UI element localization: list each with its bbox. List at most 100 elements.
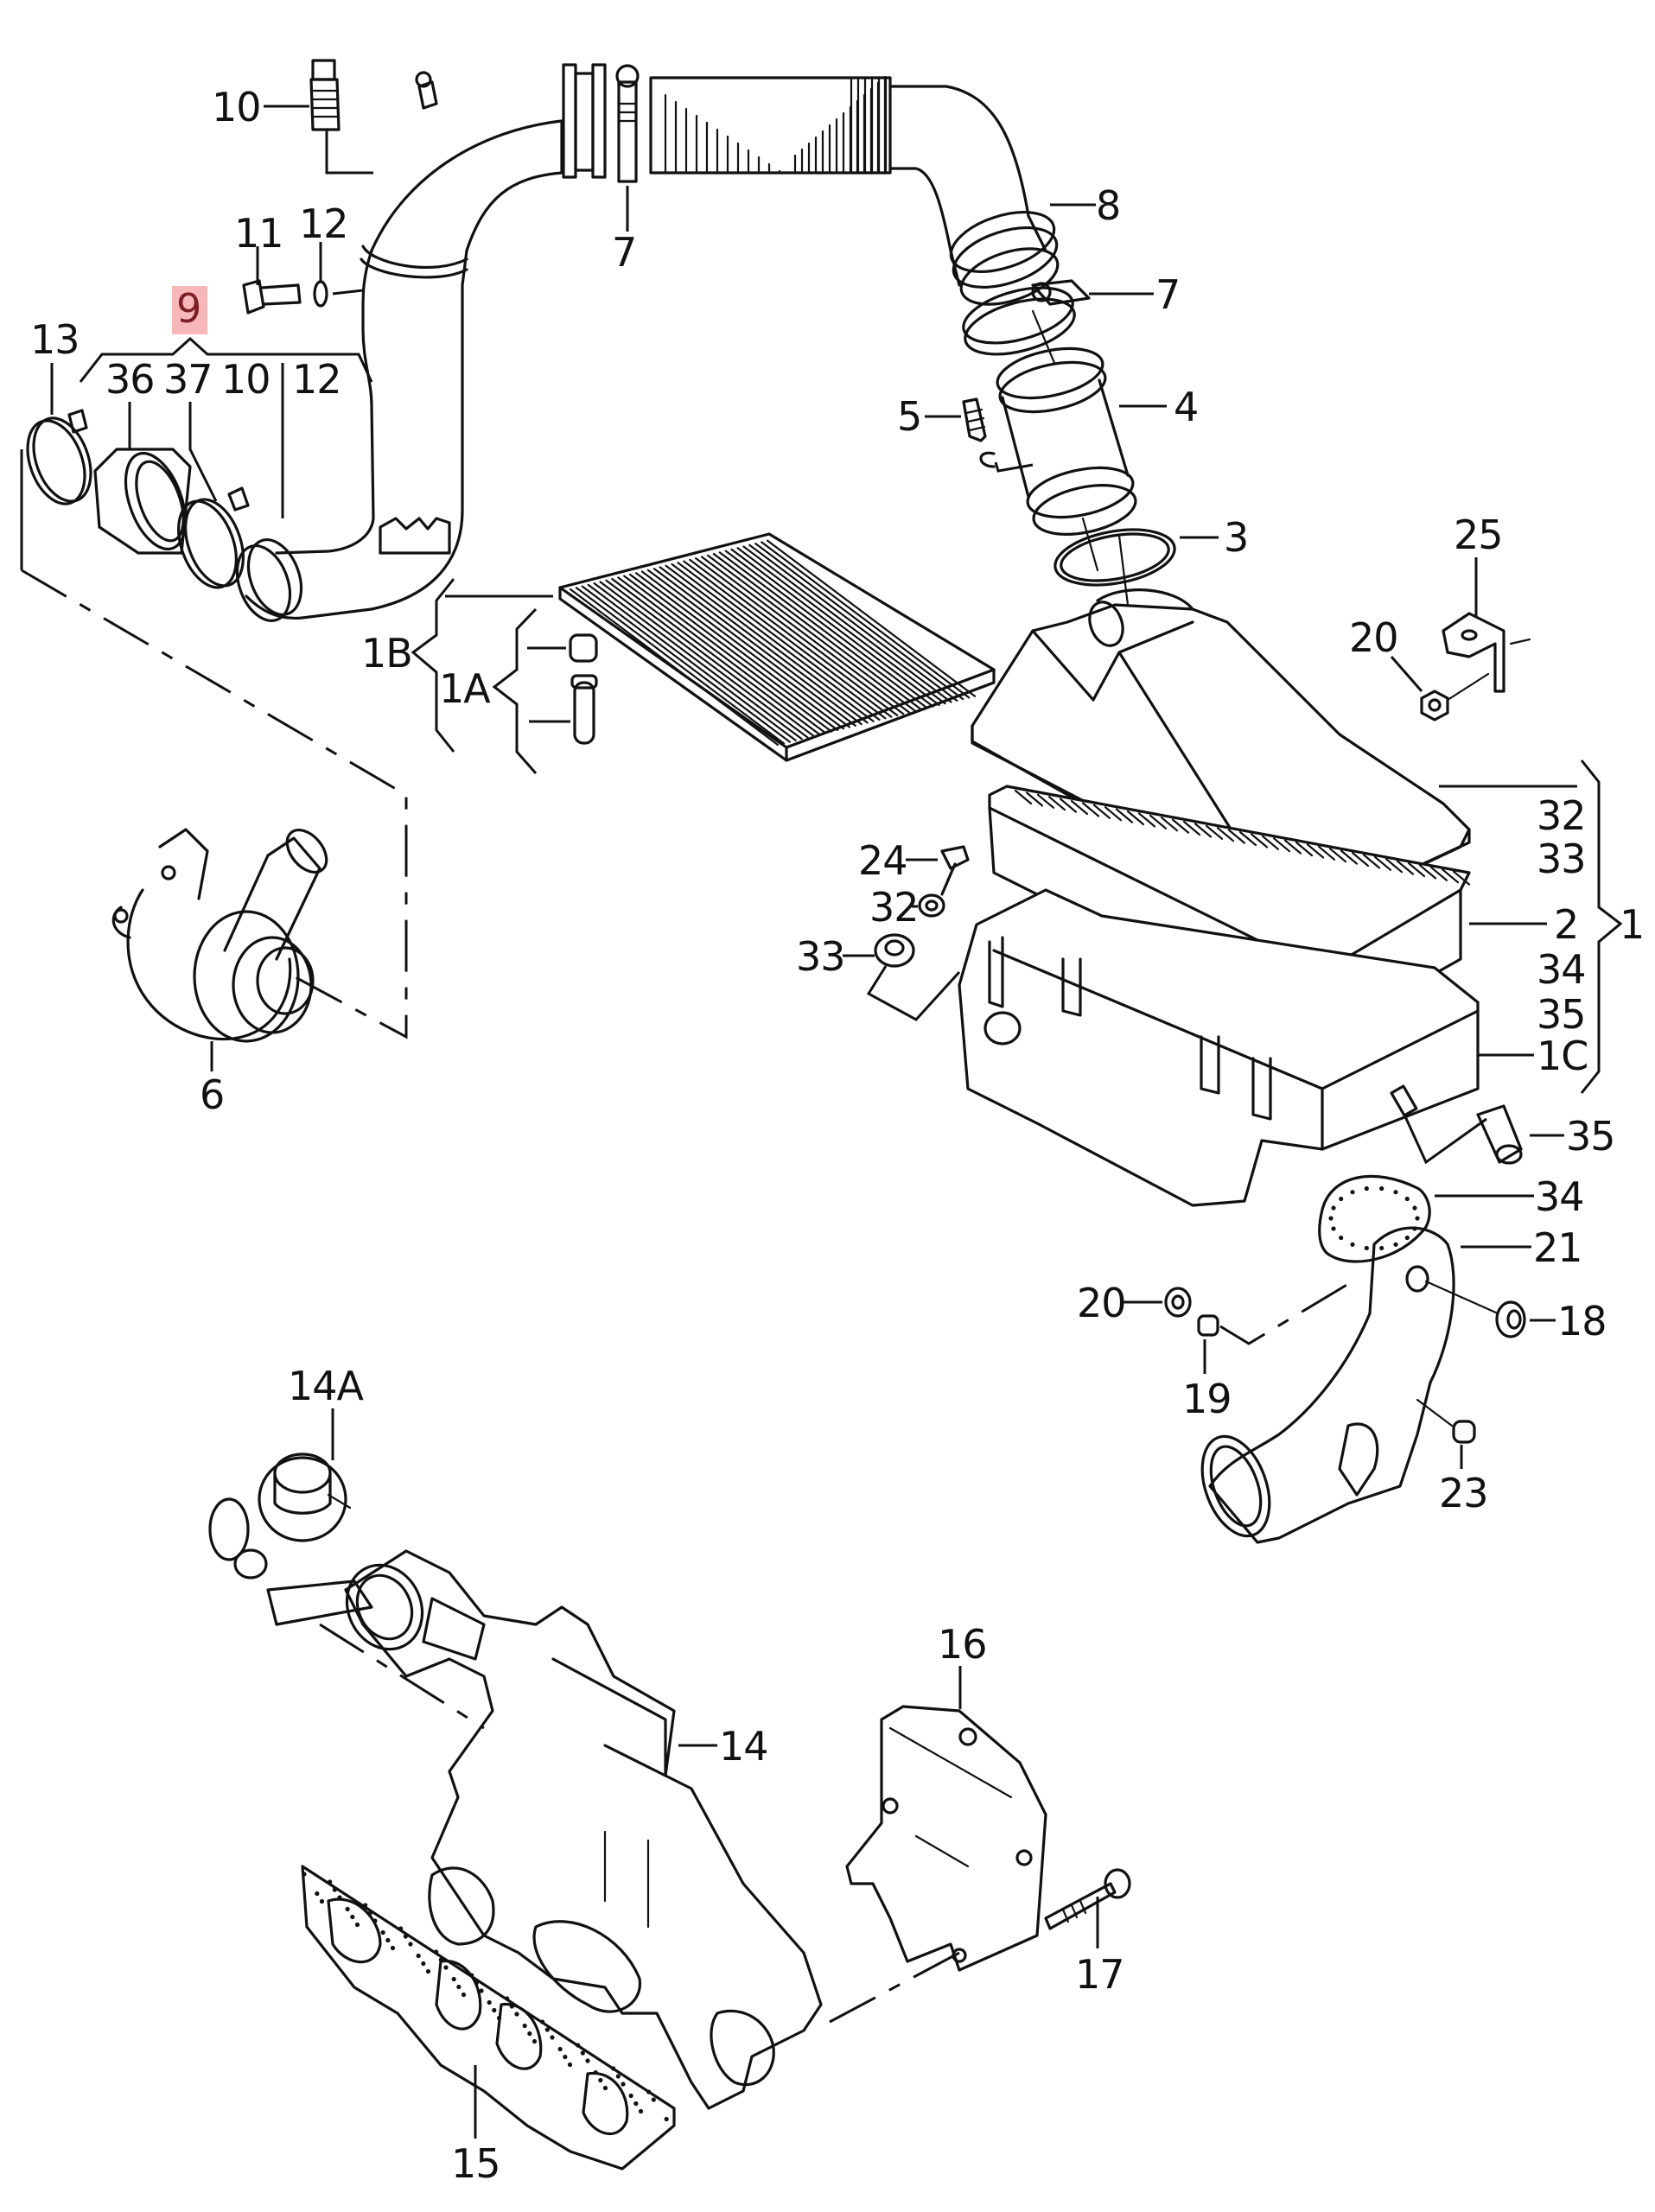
label-25[interactable]: 25 [1454,512,1504,558]
part-17-bolt [1044,1868,1131,1930]
texture-dot [638,2108,644,2114]
label-5[interactable]: 5 [897,393,922,440]
hatch-line [742,545,952,703]
hatch-line [1317,845,1336,861]
hatch-line [587,583,797,741]
texture-dot [337,1895,342,1900]
hatch-line [652,568,863,726]
label-35-right[interactable]: 35 [1566,1113,1616,1160]
label-37[interactable]: 37 [163,356,213,403]
label-7-right[interactable]: 7 [1155,271,1181,318]
texture-dot [363,1903,368,1908]
label-19[interactable]: 19 [1182,1376,1232,1422]
label-14A[interactable]: 14A [288,1363,366,1409]
hatch-line [640,570,851,728]
hatch-line [1407,861,1426,878]
label-2[interactable]: 2 [1554,901,1579,948]
texture-dot [1404,1196,1410,1202]
texture-dot [646,2089,652,2094]
label-20-top[interactable]: 20 [1349,614,1399,661]
label-14[interactable]: 14 [719,1723,769,1770]
hatch-line [724,550,934,708]
label-12-top[interactable]: 12 [299,200,349,247]
texture-dot [456,1984,461,1990]
label-10-top[interactable]: 10 [212,84,262,130]
texture-dot [585,2058,590,2063]
hatch-line [1261,835,1280,850]
label-10-group[interactable]: 10 [221,356,271,403]
hatch-line [1216,827,1235,842]
texture-dot [1364,1185,1369,1192]
hatch-line [748,543,958,702]
label-1B[interactable]: 1B [361,630,413,677]
hatch-line [665,564,875,722]
label-7-top[interactable]: 7 [612,229,637,276]
label-32-group[interactable]: 32 [1537,792,1587,839]
label-3[interactable]: 3 [1224,514,1249,561]
label-34-right[interactable]: 34 [1535,1173,1585,1220]
texture-dot [451,1976,456,1982]
hatch-line [730,548,940,707]
label-34-group[interactable]: 34 [1537,946,1587,993]
texture-dot [563,2054,568,2060]
hatch-line [1328,848,1347,863]
callout-labels: 10 7 8 7 11 12 9 13 36 37 10 12 5 4 3 25… [30,84,1645,2187]
part-21-air-intake-duct [1200,1226,1455,1544]
part-25-bracket [1442,612,1531,693]
label-1C[interactable]: 1C [1537,1033,1588,1079]
hatch-line [712,552,922,711]
label-13[interactable]: 13 [30,316,80,363]
label-8[interactable]: 8 [1096,182,1121,229]
label-33-group[interactable]: 33 [1537,836,1587,882]
label-17[interactable]: 17 [1075,1951,1125,1998]
part-18-grommet [1424,1280,1526,1338]
texture-dot [544,2027,550,2032]
texture-dot [319,1898,325,1904]
label-15[interactable]: 15 [451,2140,501,2187]
label-1A[interactable]: 1A [439,665,492,712]
texture-dot [602,2085,608,2091]
hatch-line [1059,798,1078,813]
texture-dot [1412,1205,1417,1211]
texture-dot [1350,1190,1355,1195]
texture-dot [398,1926,404,1931]
label-11[interactable]: 11 [234,210,284,257]
label-12-group[interactable]: 12 [292,356,342,403]
hatch-line [646,569,856,727]
hatch-line [736,547,946,705]
label-23[interactable]: 23 [1439,1470,1489,1516]
texture-dot [567,2062,573,2068]
texture-dot [332,1887,337,1892]
hatch-line [1160,817,1179,832]
label-16[interactable]: 16 [938,1621,988,1668]
hatch-line [1441,868,1460,884]
texture-dot [443,1965,449,1970]
part-35-grommet-right [1403,1104,1523,1165]
texture-dot [328,1879,333,1885]
label-33-left[interactable]: 33 [796,933,846,980]
hatch-line [1025,791,1044,807]
label-9-highlighted[interactable]: 9 [176,285,201,332]
label-6[interactable]: 6 [200,1071,225,1118]
label-36[interactable]: 36 [105,356,156,403]
label-32-left[interactable]: 32 [869,884,920,931]
label-20-mid[interactable]: 20 [1077,1280,1127,1326]
part-9-intake-hose [235,63,607,622]
label-18[interactable]: 18 [1557,1298,1607,1344]
label-24[interactable]: 24 [858,837,908,884]
hatch-line [1238,830,1257,847]
part-20-nut-mid [1164,1287,1192,1318]
part-34-seal [1318,1174,1431,1263]
part-24-bolt [940,845,970,896]
hatch-line [695,557,905,715]
label-21[interactable]: 21 [1533,1224,1583,1271]
label-1[interactable]: 1 [1620,901,1645,948]
texture-dot [1350,1242,1355,1247]
label-35-group[interactable]: 35 [1537,991,1587,1038]
label-4[interactable]: 4 [1174,384,1199,430]
part-32-washer-left [918,893,945,918]
part-11-bolt [242,279,302,315]
hatch-line [1194,823,1213,838]
hatch-line [593,582,803,741]
hatch-line [1205,824,1224,840]
